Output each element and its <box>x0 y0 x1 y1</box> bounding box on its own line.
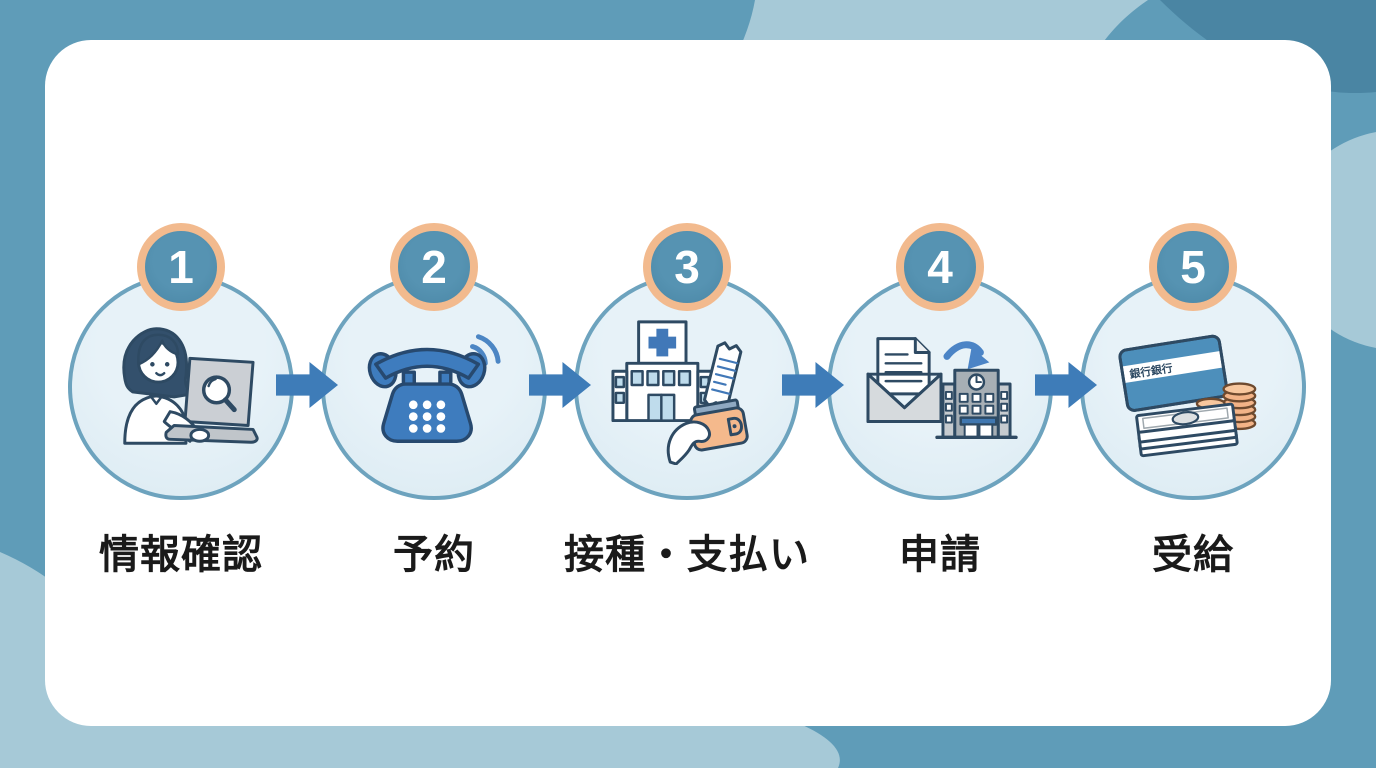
step-5-number-badge: 5 <box>1149 223 1237 311</box>
step-2-circle <box>321 274 547 500</box>
bankcard-cash-coins-icon: 銀行銀行 <box>1118 334 1257 458</box>
step-3: 3 接種・支払い <box>564 223 809 577</box>
step-4-circle <box>827 274 1053 500</box>
person-laptop-search-icon <box>122 327 259 445</box>
step-1-label: 情報確認 <box>99 533 263 577</box>
hospital-wallet-receipt-icon <box>611 319 749 465</box>
step-2-label: 予約 <box>393 533 475 577</box>
step-2-number-badge: 2 <box>390 223 478 311</box>
step-5: 銀行銀行 <box>1080 223 1306 577</box>
steps-row: 1 情報確認 <box>68 223 1306 577</box>
step-1-number: 1 <box>168 241 194 293</box>
envelope-to-office-icon <box>866 337 1018 440</box>
step-1: 1 情報確認 <box>68 223 294 577</box>
step-2-number: 2 <box>421 241 447 293</box>
step-2: 2 予約 <box>321 223 547 577</box>
content-card: 1 情報確認 <box>45 40 1331 726</box>
step-1-number-badge: 1 <box>137 223 225 311</box>
step-4-number: 4 <box>927 241 953 293</box>
step-4: 4 申請 <box>827 223 1053 577</box>
step-3-number: 3 <box>674 241 700 293</box>
step-3-number-badge: 3 <box>643 223 731 311</box>
step-4-number-badge: 4 <box>896 223 984 311</box>
step-3-circle <box>574 274 800 500</box>
step-5-label: 受給 <box>1152 533 1234 577</box>
telephone-icon <box>367 334 501 443</box>
step-5-number: 5 <box>1180 241 1206 293</box>
step-4-label: 申請 <box>899 533 981 577</box>
step-3-label: 接種・支払い <box>564 533 810 577</box>
